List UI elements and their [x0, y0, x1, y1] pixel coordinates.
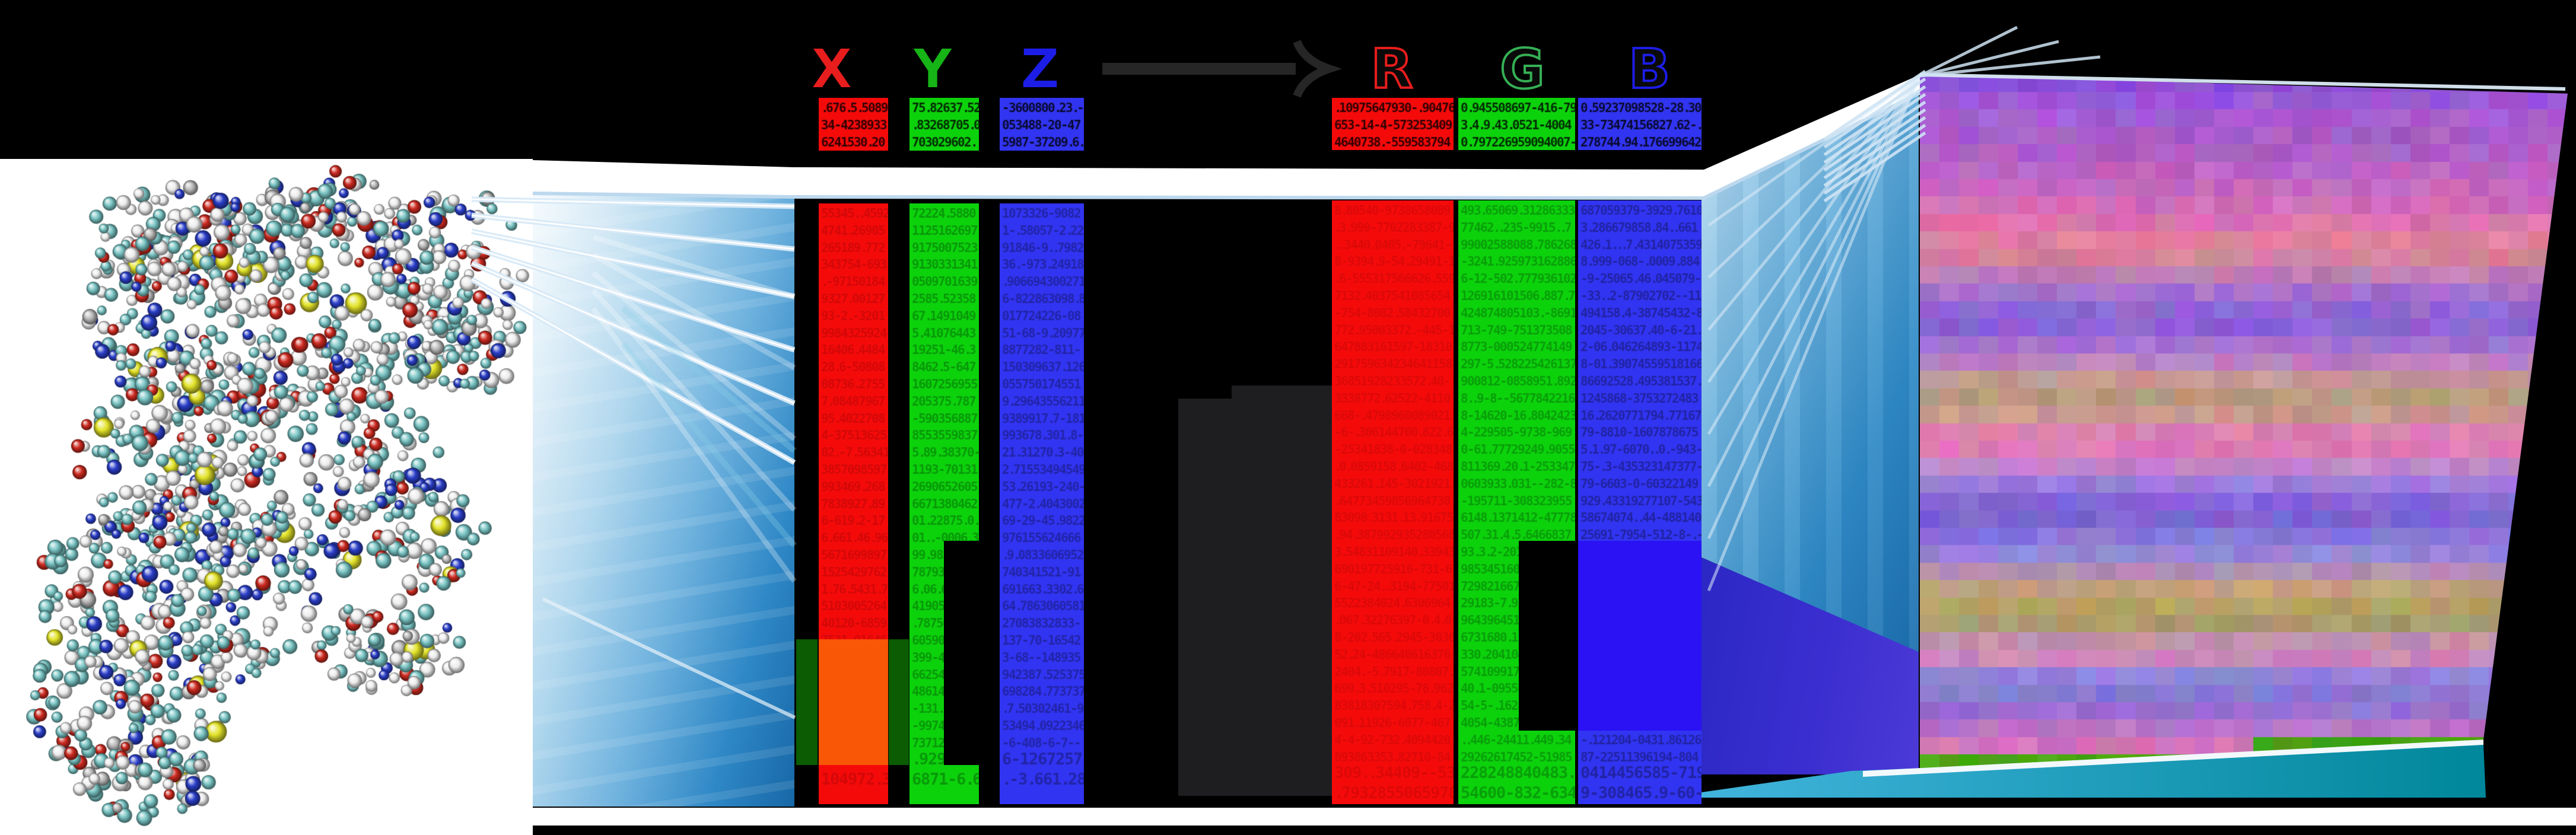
encoded-image-pixels — [1920, 75, 2568, 772]
bottom-white-band — [533, 808, 2576, 826]
y-column-header-bar — [909, 98, 979, 151]
projection-ray — [1707, 75, 1921, 591]
projection-ray — [1823, 69, 1926, 141]
projection-ray — [471, 278, 795, 464]
z-coordinate-column — [1000, 203, 1084, 804]
projection-ray — [1919, 26, 2018, 78]
projection-ray — [471, 262, 795, 404]
fan-molecule-to-table — [533, 195, 794, 807]
fan-table-to-image-upper — [1702, 94, 1919, 653]
r-channel-column — [1332, 200, 1454, 804]
digit-texture — [1000, 203, 1084, 804]
projection-ray — [621, 306, 797, 453]
projection-ray — [1823, 131, 1926, 203]
fan-streaks — [533, 195, 794, 807]
digit-texture — [819, 98, 888, 151]
top-white-stripe — [533, 75, 1920, 199]
projection-ray — [621, 342, 797, 548]
projection-ray — [1823, 123, 1926, 195]
projection-ray — [1823, 93, 1926, 164]
projection-rays — [470, 26, 2566, 719]
digit-texture — [909, 98, 979, 151]
projection-ray — [1823, 100, 1926, 172]
projection-ray — [1823, 77, 1926, 149]
digit-texture — [1458, 98, 1575, 150]
projection-ray — [1919, 40, 2059, 78]
y-column-black-notch — [944, 541, 979, 765]
projection-ray — [542, 597, 796, 719]
projection-ray — [592, 234, 796, 299]
projection-ray — [1707, 75, 1920, 331]
digit-texture — [1000, 98, 1084, 151]
transform-arrow-icon — [1102, 40, 1343, 98]
projection-ray — [471, 246, 795, 351]
projection-ray — [591, 253, 796, 370]
stripe-blue-edge — [532, 91, 1921, 200]
molecule-panel — [0, 159, 533, 835]
label-x: X — [811, 37, 853, 101]
label-b: B — [1629, 37, 1670, 101]
b-column-saturated-block — [1578, 541, 1702, 731]
r-column-header-bar — [1332, 98, 1454, 150]
projection-ray — [1707, 75, 1920, 279]
label-g: G — [1500, 37, 1545, 101]
z-column-header-bar — [1000, 98, 1084, 151]
projection-ray — [1919, 73, 2566, 91]
digit-texture — [1578, 98, 1702, 150]
label-z: Z — [1020, 37, 1060, 101]
projection-ray — [591, 270, 796, 441]
digit-texture — [1332, 200, 1454, 804]
fan-streaks — [1702, 94, 1919, 653]
molecule-rendering — [0, 159, 533, 835]
label-r: R — [1371, 37, 1413, 101]
projection-ray — [1823, 116, 1926, 187]
dark-green-strip — [796, 639, 818, 765]
projection-ray — [471, 198, 795, 208]
x-column-header-bar — [819, 98, 888, 151]
g-column-header-bar — [1458, 98, 1575, 150]
projection-ray — [1707, 75, 1921, 435]
value-silhouette-block — [1178, 385, 1333, 796]
orange-highlight-block — [819, 639, 888, 765]
projection-ray — [471, 214, 795, 250]
projection-ray — [1919, 55, 2101, 78]
projection-ray — [1707, 75, 1921, 383]
projection-ray — [1707, 74, 1920, 227]
digit-texture — [1332, 98, 1454, 150]
dark-green-strip — [889, 639, 909, 765]
projection-ray — [1823, 85, 1926, 157]
white-diagonal-sliver — [1863, 740, 2483, 777]
projection-ray — [1823, 108, 1926, 180]
projection-ray — [591, 288, 797, 512]
label-y: Y — [912, 37, 953, 101]
projection-ray — [591, 307, 797, 583]
encoded-image-panel — [1920, 75, 2568, 772]
teal-base-band — [1702, 745, 2486, 798]
projection-ray — [471, 230, 795, 298]
b-column-header-bar — [1578, 98, 1702, 150]
g-column-black-notch — [1519, 541, 1575, 731]
